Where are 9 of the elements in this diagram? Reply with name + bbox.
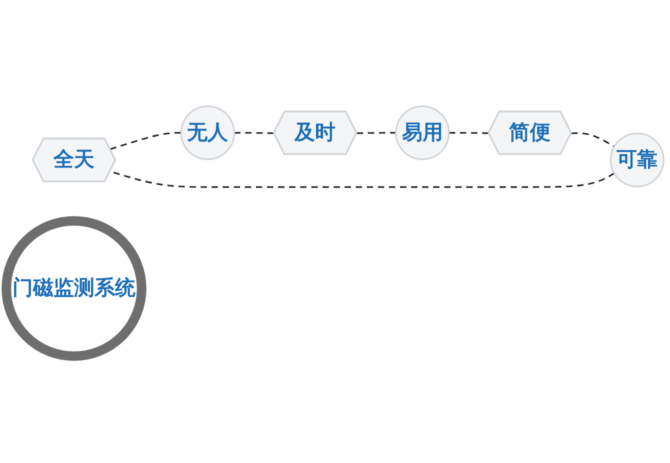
node-circle: 易用 xyxy=(395,106,450,160)
connector xyxy=(356,132,396,134)
connector xyxy=(448,132,489,134)
node-circle: 可靠 xyxy=(610,132,664,188)
connector xyxy=(110,132,182,150)
connector xyxy=(571,132,615,148)
node-circle: 门磁监测系统 xyxy=(2,216,146,362)
node-circle: 无人 xyxy=(180,106,235,160)
connector xyxy=(234,132,274,134)
